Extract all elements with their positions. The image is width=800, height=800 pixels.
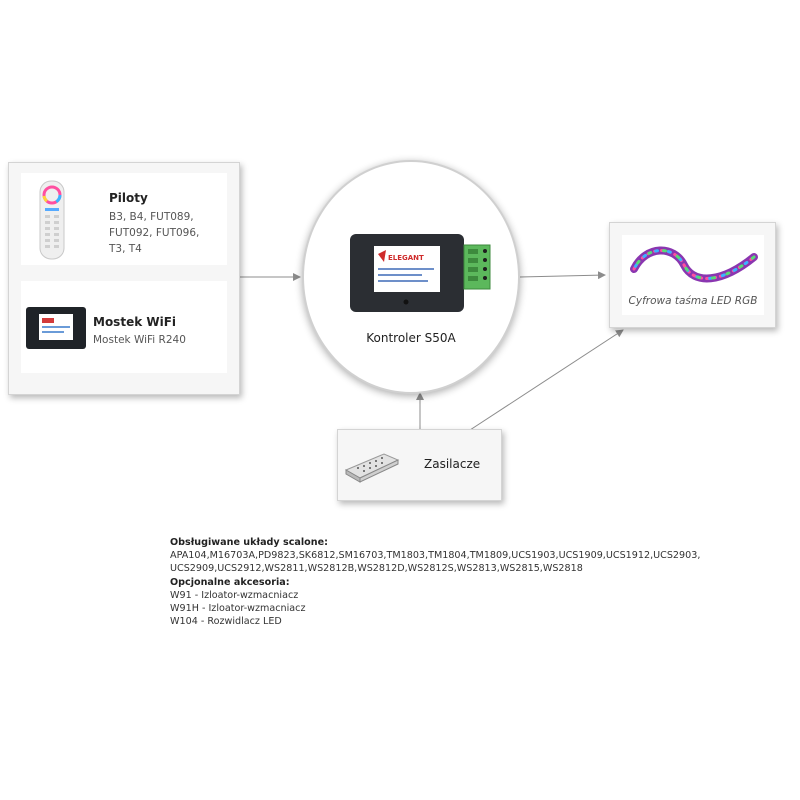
led-strip-card: Cyfrowa taśma LED RGB — [622, 235, 764, 315]
controller-brand: ELEGANT — [388, 254, 424, 262]
remotes-card: Piloty B3, B4, FUT089, FUT092, FUT096, T… — [21, 173, 227, 265]
remote-control-icon — [39, 180, 65, 260]
power-supply-icon — [344, 453, 400, 483]
controller-node: ELEGANT Kontroler S50A — [302, 160, 520, 394]
wifi-bridge-title: Mostek WiFi — [93, 315, 177, 329]
led-strip-label: Cyfrowa taśma LED RGB — [628, 295, 758, 307]
remote-model-line: T3, T4 — [109, 243, 142, 255]
remotes-title: Piloty — [109, 191, 148, 205]
led-strip-image — [630, 246, 758, 283]
chips-heading: Obsługiwane układy scalone: — [170, 537, 328, 548]
led-strip-panel: Cyfrowa taśma LED RGB — [609, 222, 776, 328]
arrow-psu-to-strip — [469, 329, 624, 431]
wifi-bridge-model: Mostek WiFi R240 — [93, 334, 186, 346]
wifi-bridge-icon — [26, 307, 86, 349]
controller-label: Kontroler S50A — [366, 331, 456, 345]
power-supply-label: Zasilacze — [424, 457, 481, 471]
remote-model-line: B3, B4, FUT089, — [109, 211, 194, 223]
arrow-controller-to-strip — [519, 271, 606, 280]
accessory-item: W104 - Rozwidlacz LED — [170, 616, 282, 628]
accessory-item: W91 - Izloator-wzmacniacz — [170, 589, 299, 601]
controller-device-image: ELEGANT — [350, 234, 491, 312]
chips-line: APA104,M16703A,PD9823,SK6812,SM16703,TM1… — [170, 550, 701, 562]
wifi-bridge-card: Mostek WiFi Mostek WiFi R240 — [21, 281, 227, 373]
chips-line: UCS2909,UCS2912,WS2811,WS2812B,WS2812D,W… — [170, 563, 583, 575]
accessories-heading: Opcjonalne akcesoria: — [170, 576, 290, 588]
remotes-models: B3, B4, FUT089, FUT092, FUT096, T3, T4 — [109, 209, 199, 257]
inputs-panel: Piloty B3, B4, FUT089, FUT092, FUT096, T… — [8, 162, 240, 395]
accessory-item: W91H - Izloator-wzmacniacz — [170, 603, 306, 615]
info-block: Obsługiwane układy scalone: APA104,M1670… — [170, 536, 770, 628]
remote-model-line: FUT092, FUT096, — [109, 227, 200, 239]
power-supply-panel: Zasilacze — [337, 429, 502, 501]
